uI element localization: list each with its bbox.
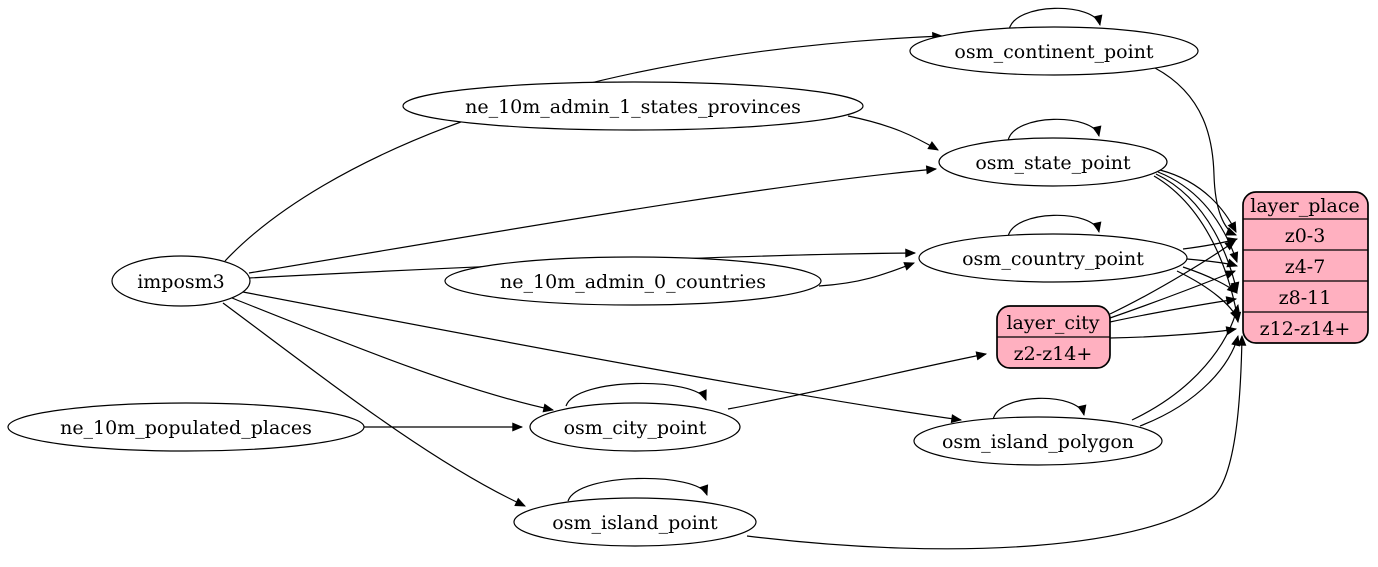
layer_place-row-z12-z14: z12-z14+ xyxy=(1260,318,1351,340)
edge-osm_state_point-layer_place-z0-3 xyxy=(1159,169,1237,233)
edge-osm_country_point-layer_place-z0-3 xyxy=(1182,237,1239,250)
osm_city_point-ellipse xyxy=(529,402,741,452)
osm_state_point-label: osm_state_point xyxy=(975,152,1131,174)
ne_10m_admin_1_states_provinces-ellipse xyxy=(402,81,864,131)
edge-imposm3-osm_city_point xyxy=(231,297,555,413)
edge-ne_10m_admin_1_states_provinces-osm_state_point xyxy=(847,115,939,151)
edge-layer_city-layer_place-z12-z14 xyxy=(1109,326,1238,339)
self-loop-osm_city_point xyxy=(565,382,707,407)
osm_city_point-label: osm_city_point xyxy=(564,417,707,439)
osm_island_polygon-ellipse xyxy=(913,416,1163,466)
edge-layer_city-layer_place-z0-3 xyxy=(1109,240,1236,315)
node-osm_island_polygon: osm_island_polygon xyxy=(913,416,1163,466)
node-osm_state_point: osm_state_point xyxy=(938,137,1168,187)
layer_city-row-z2-z14: z2-z14+ xyxy=(1014,343,1093,365)
ne_10m_admin_0_countries-label: ne_10m_admin_0_countries xyxy=(500,271,766,293)
node-ne_10m_admin_0_countries: ne_10m_admin_0_countries xyxy=(444,256,822,306)
edge-osm_country_point-layer_place-z12-z14 xyxy=(1176,270,1239,321)
ne_10m_populated_places-ellipse xyxy=(7,402,365,452)
edge-osm_country_point-layer_place-z4-7 xyxy=(1186,258,1239,268)
edge-imposm3-osm_island_polygon xyxy=(242,291,963,424)
node-ne_10m_populated_places: ne_10m_populated_places xyxy=(7,402,365,452)
edge-osm_state_point-layer_place-z4-7 xyxy=(1157,171,1239,264)
edge-osm_country_point-layer_place-z8-11 xyxy=(1182,266,1238,294)
self-loop-osm_continent_point xyxy=(1008,7,1103,31)
node-osm_country_point: osm_country_point xyxy=(918,233,1188,283)
record-layer_place: layer_place z0-3 z4-7 z8-11 z12-z14+ xyxy=(1242,191,1369,344)
layer_city-title: layer_city xyxy=(1006,312,1099,334)
edge-layer_city-layer_place-z8-11 xyxy=(1109,296,1238,323)
edge-osm_island_polygon-layer_place-z12-z14 xyxy=(1139,334,1241,427)
record-layer_city: layer_city z2-z14+ xyxy=(996,305,1111,369)
edge-osm_city_point-layer_city-z2-z14 xyxy=(727,351,988,410)
imposm3-label: imposm3 xyxy=(137,271,225,293)
osm_island_polygon-label: osm_island_polygon xyxy=(942,431,1134,453)
self-loop-osm_island_point xyxy=(567,477,709,502)
layer_place-box xyxy=(1242,191,1369,344)
ne_10m_admin_1_states_provinces-label: ne_10m_admin_1_states_provinces xyxy=(465,96,801,118)
layer_place-row-z4-7: z4-7 xyxy=(1285,256,1326,278)
ne_10m_populated_places-label: ne_10m_populated_places xyxy=(60,417,312,439)
osm_island_point-label: osm_island_point xyxy=(552,512,718,534)
edge-osm_continent_point-layer_place-z0-3 xyxy=(1154,67,1237,236)
self-loop-osm_country_point xyxy=(1007,214,1102,238)
osm_state_point-ellipse xyxy=(938,137,1168,187)
layer_place-title: layer_place xyxy=(1250,195,1359,217)
self-loop-osm_island_polygon xyxy=(992,397,1087,421)
self-loop-osm_state_point xyxy=(1007,118,1102,142)
node-osm_city_point: osm_city_point xyxy=(529,402,741,452)
osm_country_point-label: osm_country_point xyxy=(962,248,1144,270)
edge-imposm3-osm_island_point xyxy=(222,302,526,507)
edge-imposm3-osm_state_point xyxy=(248,165,938,274)
imposm3-ellipse xyxy=(111,255,251,307)
layer_place-row-z0-3: z0-3 xyxy=(1285,225,1326,247)
node-osm_island_point: osm_island_point xyxy=(513,497,757,547)
edge-imposm3-osm_continent_point xyxy=(224,31,944,262)
edge-layer_city-layer_place-z4-7 xyxy=(1109,270,1236,319)
edge-osm_island_polygon-layer_place-z8-11 xyxy=(1131,303,1241,421)
node-osm_continent_point: osm_continent_point xyxy=(909,26,1199,76)
osm_continent_point-label: osm_continent_point xyxy=(954,41,1154,63)
edges xyxy=(222,7,1247,550)
edge-osm_state_point-layer_place-z8-11 xyxy=(1155,173,1240,294)
osm_continent_point-ellipse xyxy=(909,26,1199,76)
node-imposm3: imposm3 xyxy=(111,255,251,307)
node-ne_10m_admin_1_states_provinces: ne_10m_admin_1_states_provinces xyxy=(402,81,864,131)
osm_island_point-ellipse xyxy=(513,497,757,547)
ne_10m_admin_0_countries-ellipse xyxy=(444,256,822,306)
layer_place-row-z8-11: z8-11 xyxy=(1279,287,1332,309)
edge-ne_10m_admin_0_countries-osm_country_point xyxy=(818,262,916,287)
edge-osm_island_point-layer_place-z12-z14 xyxy=(746,334,1247,550)
osm_country_point-ellipse xyxy=(918,233,1188,283)
